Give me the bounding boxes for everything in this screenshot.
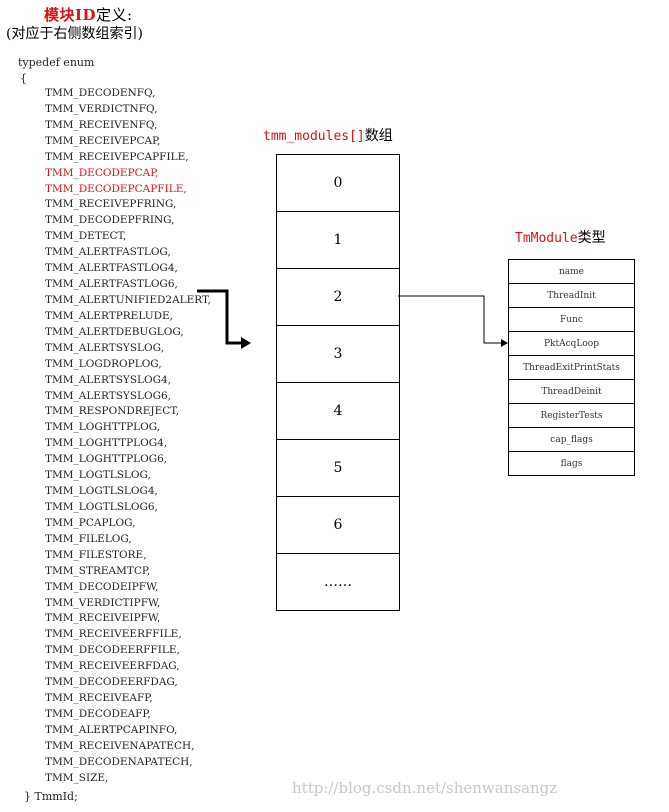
tm-module-field: ThreadInit [509,284,634,308]
enum-close-line: } TmmId; [24,790,78,803]
enum-entry-list: TMM_DECODENFQ, TMM_VERDICTNFQ, TMM_RECEIVE… [45,86,211,787]
open-brace: { [20,72,27,85]
enum-entry: TMM_RECEIVEIPFW, [45,612,161,625]
enum-entry: TMM_ALERTFASTLOG4, [45,262,178,275]
title-black-part: 定义: [96,6,133,24]
modules-array-title-name: tmm_modules[] [263,129,365,144]
typedef-line: typedef enum [18,56,95,69]
modules-array-cell: 4 [277,383,399,440]
modules-array-title: tmm_modules[]数组 [263,125,393,145]
enum-entry: TMM_RECEIVEPFRING, [45,198,177,211]
enum-entry: TMM_ALERTSYSLOG6, [45,389,172,402]
enum-entry: TMM_LOGTLSLOG6, [45,500,158,513]
connector-arrow-icon [398,295,508,347]
enum-entry: TMM_SIZE, [45,771,109,784]
enum-entry: TMM_ALERTPCAPINFO, [45,723,178,736]
enum-entry: TMM_ALERTDEBUGLOG, [45,325,184,338]
enum-entry: TMM_DECODEAFP, [45,707,151,720]
enum-entry: TMM_DECODEERFDAG, [45,676,178,689]
modules-array-cell: 3 [277,326,399,383]
enum-entry: TMM_RECEIVEPCAP, [45,134,161,147]
tm-module-field: cap_flags [509,428,634,452]
enum-entry: TMM_RECEIVEERFFILE, [45,628,182,641]
diagram-title: 模块ID定义: [44,4,133,25]
enum-entry: TMM_PCAPLOG, [45,516,136,529]
tm-module-title-name: TmModule [515,231,578,246]
enum-entry: TMM_VERDICTIPFW, [45,596,161,609]
modules-array-cell: 6 [277,497,399,554]
enum-entry: TMM_LOGHTTPLOG6, [45,453,168,466]
modules-array-cell: 1 [277,212,399,269]
tm-module-title-suffix: 类型 [577,230,606,246]
enum-entry: TMM_VERDICTNFQ, [45,102,158,115]
enum-entry: TMM_LOGTLSLOG, [45,469,151,482]
enum-entry: TMM_FILESTORE, [45,548,147,561]
enum-entry: TMM_FILELOG, [45,532,132,545]
enum-entry: TMM_RECEIVENAPATECH, [45,739,195,752]
enum-entry: TMM_ALERTSYSLOG4, [45,373,172,386]
enum-entry: TMM_DECODENFQ, [45,87,156,99]
enum-entry: TMM_LOGDROPLOG, [45,357,162,370]
enum-entry: TMM_DECODEERFFILE, [45,644,180,657]
modules-array-cell: 2 [277,269,399,326]
enum-entry: TMM_ALERTSYSLOG, [45,341,164,354]
enum-entry: TMM_DECODEPCAP, [45,166,159,179]
tm-module-field: flags [509,452,634,476]
modules-array-title-suffix: 数组 [364,128,393,144]
enum-entry: TMM_LOGTLSLOG4, [45,485,158,498]
modules-array-cell: 5 [277,440,399,497]
enum-entry: TMM_RECEIVENFQ, [45,118,158,131]
tm-module-field: RegisterTests [509,404,634,428]
tm-module-title: TmModule类型 [515,227,606,247]
enum-entry: TMM_ALERTPRELUDE, [45,309,174,322]
enum-entry: TMM_ALERTFASTLOG, [45,246,171,259]
enum-entry: TMM_ALERTFASTLOG6, [45,278,178,291]
diagram-subtitle: (对应于右侧数组索引) [6,26,143,42]
enum-entry: TMM_LOGHTTPLOG4, [45,437,168,450]
enum-entry: TMM_RECEIVEERFDAG, [45,660,180,673]
tm-module-field: PktAcqLoop [509,332,634,356]
bent-arrow-icon [197,289,251,349]
modules-array-cell: …… [277,554,399,611]
enum-entry: TMM_DETECT, [45,230,127,243]
title-red-part: 模块ID [44,6,97,24]
enum-entry: TMM_RECEIVEPCAPFILE, [45,150,189,163]
tm-module-field: ThreadDeinit [509,380,634,404]
enum-entry: TMM_DECODEPFRING, [45,214,175,227]
enum-entry: TMM_LOGHTTPLOG, [45,421,161,434]
modules-array-cell: 0 [277,155,399,212]
enum-entry: TMM_RECEIVEAFP, [45,692,153,705]
enum-entry: TMM_RESPONDREJECT, [45,405,180,418]
enum-entry: TMM_DECODEIPFW, [45,580,159,593]
enum-entry: TMM_STREAMTCP, [45,564,151,577]
enum-entry: TMM_DECODEPCAPFILE, [45,182,187,195]
enum-entry: TMM_ALERTUNIFIED2ALERT, [45,293,211,306]
tm-module-field: ThreadExitPrintStats [509,356,634,380]
tm-module-field: name [509,260,634,284]
enum-entry: TMM_DECODENAPATECH, [45,755,193,768]
watermark: http://blog.csdn.net/shenwansangz [292,779,558,797]
tm-module-field: Func [509,308,634,332]
